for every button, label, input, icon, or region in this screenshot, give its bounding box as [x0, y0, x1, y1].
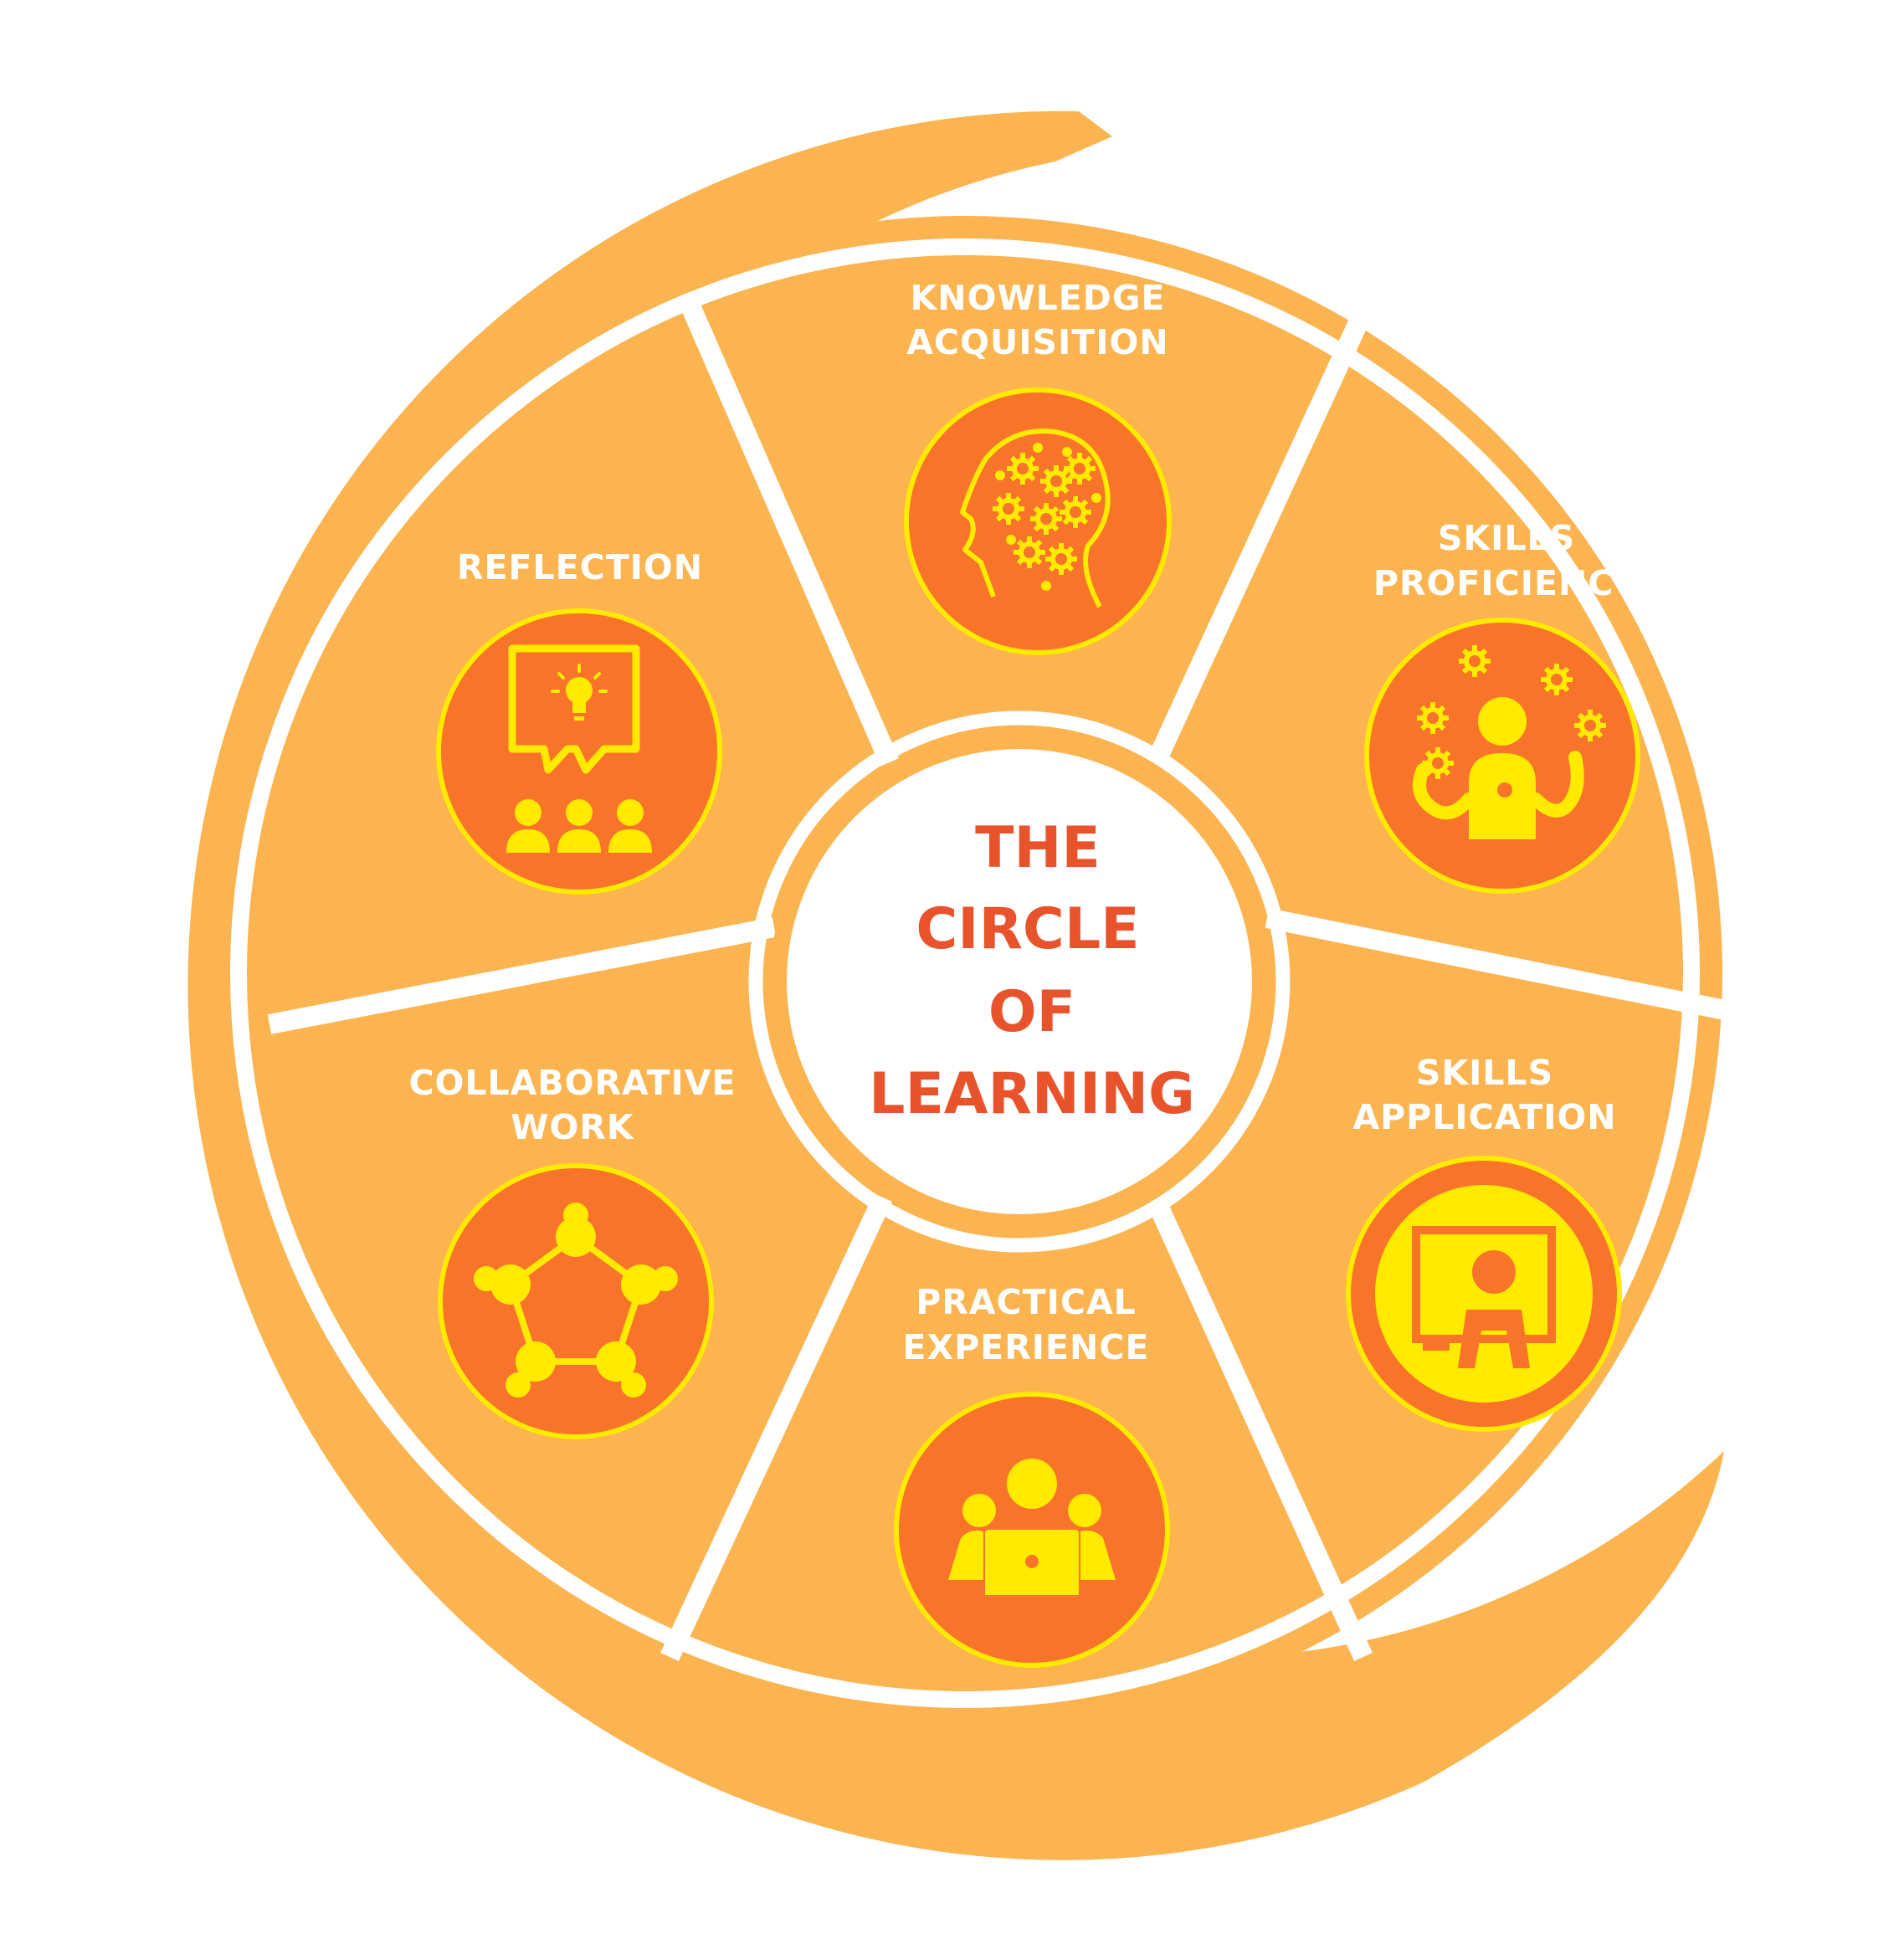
juggling-gears-icon [1413, 648, 1604, 839]
title-line-4: LEARNING [869, 1061, 1195, 1127]
collaborative-label-line-1: COLLABORATIVE [408, 1063, 736, 1103]
collaborative-icon-badge [438, 1163, 714, 1439]
title-line-2: CIRCLE [916, 896, 1139, 962]
proficiency-label-line-2: PROFICIENCY [1373, 563, 1640, 603]
segment-practical-experience: PRACTICAL EXPERIENCE [894, 1282, 1170, 1668]
application-label-line-1: SKILLS [1416, 1053, 1553, 1093]
segment-knowledge-acquisition: KNOWLEDGE ACQUISITION [904, 278, 1172, 655]
knowledge-label-line-1: KNOWLEDGE [911, 278, 1166, 318]
segment-collaborative-work: COLLABORATIVE WORK [408, 1063, 736, 1439]
collaborative-label-line-2: WORK [511, 1107, 635, 1147]
segment-skills-proficiency: SKILLS PROFICIENCY [1364, 518, 1640, 894]
practical-label-line-1: PRACTICAL [916, 1282, 1137, 1322]
center-white [787, 749, 1252, 1214]
title-line-1: THE [975, 815, 1101, 881]
practical-label-line-2: EXPERIENCE [903, 1327, 1150, 1367]
wheel-spokes [267, 303, 1789, 1662]
reflection-label: REFLECTION [457, 547, 703, 587]
wheel-white-ring [230, 238, 1700, 1708]
segment-reflection: REFLECTION [436, 547, 722, 895]
center-ring [748, 710, 1291, 1253]
idea-board-icon [506, 644, 652, 853]
application-label-line-2: APPLICATION [1352, 1097, 1616, 1137]
title-line-3: OF [988, 979, 1075, 1045]
segment-skills-application: SKILLS APPLICATION [1346, 1053, 1622, 1432]
presenter-screen-icon [1375, 1185, 1593, 1403]
team-laptop-icon [948, 1459, 1116, 1595]
team-circle-icon [474, 1203, 678, 1398]
knowledge-label-line-2: ACQUISITION [906, 322, 1168, 362]
center-title: THE CIRCLE OF LEARNING [869, 815, 1195, 1127]
proficiency-label-line-1: SKILLS [1438, 518, 1575, 558]
head-gears-icon [960, 428, 1111, 608]
